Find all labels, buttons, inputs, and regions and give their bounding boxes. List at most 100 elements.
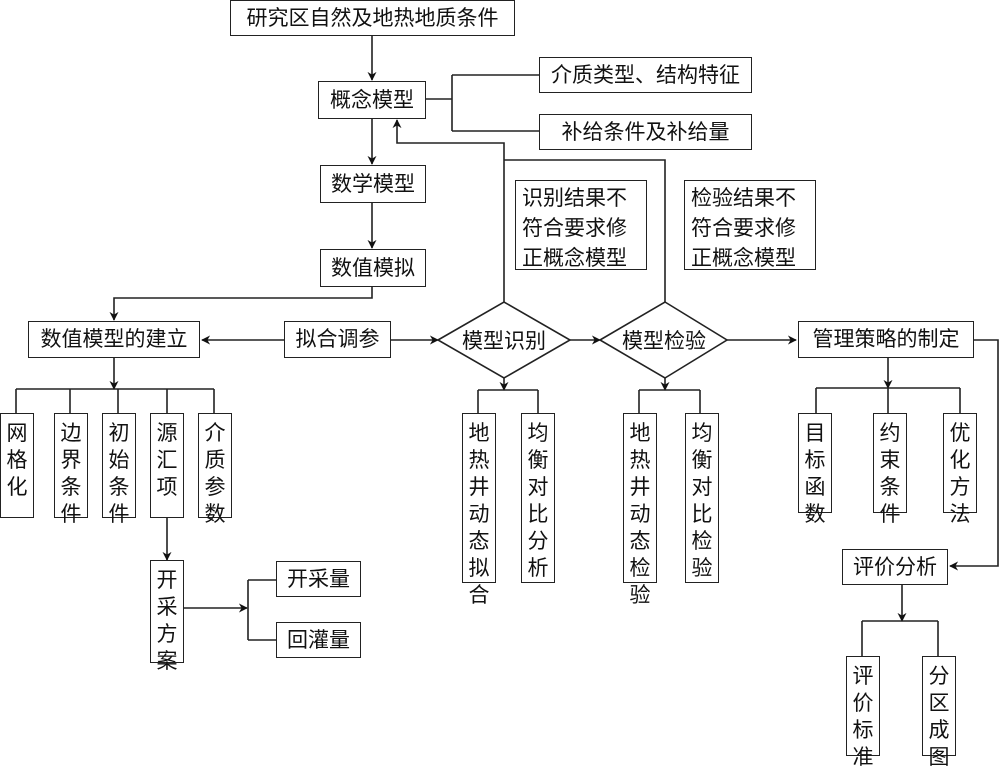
- vertical-char: 检: [629, 556, 651, 580]
- vertical-char: 态: [629, 529, 651, 553]
- vertical-char: 标: [804, 448, 826, 472]
- vertical-char: 目: [804, 421, 826, 445]
- vertical-char: 采: [156, 595, 178, 619]
- recharge-label: 补给条件及补给量: [561, 119, 730, 144]
- vertical-char: 验: [691, 556, 713, 580]
- arrow-sim-to-build: [109, 287, 373, 321]
- vertical-char: 约: [879, 421, 901, 445]
- fit-params-label: 拟合调参: [295, 327, 380, 351]
- recharge-box: 补给条件及补给量: [539, 114, 752, 150]
- note-line: 符合要求修: [691, 216, 796, 240]
- vertical-char: 准: [852, 745, 874, 769]
- vertical-char: 条: [60, 475, 82, 499]
- vertical-char: 分: [928, 664, 950, 688]
- feedback-arrow: [392, 119, 505, 302]
- grid-box: 网格化: [0, 413, 34, 518]
- vertical-char: 均: [691, 421, 713, 445]
- vertical-char: 项: [156, 475, 178, 499]
- zoning-map-box: 分区成图: [922, 656, 956, 769]
- identify-diamond: [436, 301, 572, 379]
- vertical-char: 方: [156, 622, 178, 646]
- balance-analysis-box: 均衡对比分析: [521, 413, 555, 583]
- vertical-char: 格: [6, 448, 28, 472]
- well-verify-box: 地热井动态检验: [623, 413, 657, 607]
- verify-diamond: [598, 301, 729, 379]
- vertical-char: 件: [108, 502, 130, 526]
- vertical-char: 优: [949, 421, 971, 445]
- vertical-char: 汇: [156, 448, 178, 472]
- note-line: 检验结果不: [691, 186, 796, 210]
- boundary-box: 边界条件: [54, 413, 88, 526]
- well-fit-box: 地热井动态拟合: [462, 413, 496, 607]
- balance-verify-box: 均衡对比检验: [685, 413, 719, 583]
- extraction-volume-label: 开采量: [287, 566, 350, 591]
- vertical-char: 衡: [691, 448, 713, 472]
- verification-note: 检验结果不 符合要求修 正概念模型: [684, 180, 816, 270]
- extraction-plan-box: 开采方案: [150, 560, 184, 673]
- vertical-char: 均: [527, 421, 549, 445]
- vertical-char: 态: [468, 529, 490, 553]
- vertical-char: 图: [928, 745, 950, 769]
- vertical-char: 井: [629, 475, 651, 499]
- identification-note: 识别结果不 符合要求修 正概念模型: [515, 180, 647, 270]
- note-line: 正概念模型: [691, 246, 796, 270]
- vertical-char: 方: [949, 475, 971, 499]
- vertical-char: 地: [629, 421, 651, 445]
- vertical-char: 价: [852, 691, 874, 715]
- vertical-char: 检: [691, 529, 713, 553]
- vertical-char: 区: [928, 691, 950, 715]
- management-label: 管理策略的制定: [812, 327, 960, 351]
- vertical-char: 边: [60, 421, 82, 445]
- vertical-char: 拟: [468, 556, 490, 580]
- vertical-char: 地: [468, 421, 490, 445]
- vertical-char: 开: [156, 568, 178, 592]
- vertical-char: 化: [6, 475, 28, 499]
- feedback-join: [504, 159, 666, 302]
- medium-params-box: 介质参数: [198, 413, 232, 526]
- vertical-char: 衡: [527, 448, 549, 472]
- vertical-char: 源: [156, 421, 178, 445]
- numerical-sim-label: 数值模拟: [331, 255, 415, 280]
- vertical-char: 参: [204, 475, 226, 499]
- vertical-char: 分: [527, 529, 549, 553]
- vertical-char: 界: [60, 448, 82, 472]
- vertical-char: 始: [108, 448, 130, 472]
- vertical-char: 束: [879, 448, 901, 472]
- conceptual-model-box: 概念模型: [318, 81, 426, 119]
- vertical-char: 化: [949, 448, 971, 472]
- vertical-char: 介: [204, 421, 226, 445]
- note-line: 符合要求修: [522, 216, 627, 240]
- management-box: 管理策略的制定: [798, 321, 974, 358]
- vertical-char: 热: [468, 448, 490, 472]
- verify-label: 模型检验: [622, 329, 706, 353]
- evaluation-standard-box: 评价标准: [846, 656, 880, 769]
- identify-label: 模型识别: [462, 329, 546, 353]
- vertical-char: 对: [527, 475, 549, 499]
- source-sink-box: 源汇项: [150, 413, 184, 518]
- vertical-char: 条: [879, 475, 901, 499]
- numerical-sim-box: 数值模拟: [320, 249, 426, 287]
- vertical-char: 条: [108, 475, 130, 499]
- evaluation-box: 评价分析: [842, 549, 948, 585]
- vertical-char: 合: [468, 583, 490, 607]
- vertical-char: 函: [804, 475, 826, 499]
- vertical-char: 初: [108, 421, 130, 445]
- math-model-box: 数学模型: [320, 165, 426, 203]
- vertical-char: 比: [527, 502, 549, 526]
- vertical-char: 件: [60, 502, 82, 526]
- vertical-char: 件: [879, 502, 901, 526]
- math-model-label: 数学模型: [331, 171, 415, 196]
- build-model-label: 数值模型的建立: [40, 327, 188, 351]
- study-area-conditions-box: 研究区自然及地热地质条件: [230, 0, 515, 36]
- optimization-box: 优化方法: [943, 413, 977, 526]
- note-line: 正概念模型: [522, 246, 627, 270]
- reinjection-volume-label: 回灌量: [287, 627, 350, 652]
- extraction-volume-box: 开采量: [276, 561, 361, 597]
- vertical-char: 质: [204, 448, 226, 472]
- vertical-char: 标: [852, 718, 874, 742]
- vertical-char: 对: [691, 475, 713, 499]
- vertical-char: 热: [629, 448, 651, 472]
- vertical-char: 评: [852, 664, 874, 688]
- vertical-char: 网: [6, 421, 28, 445]
- study-area-label: 研究区自然及地热地质条件: [246, 5, 499, 30]
